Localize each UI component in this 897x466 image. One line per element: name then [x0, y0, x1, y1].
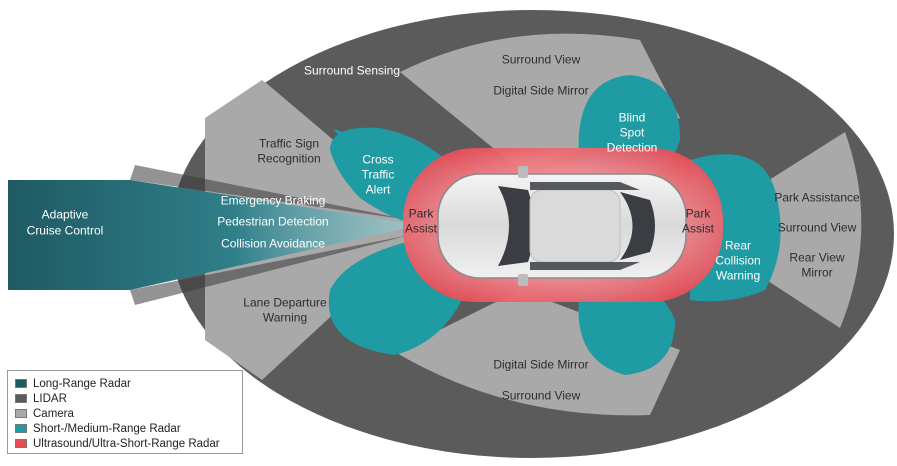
car-mirror-bottom	[518, 274, 528, 286]
legend-item: Short-/Medium-Range Radar	[15, 421, 235, 436]
label-park-assist-front-2: Assist	[404, 221, 438, 236]
label-rear-view-mirror-2: Mirror	[801, 265, 833, 280]
lrr-edge-bottom	[130, 235, 410, 305]
legend-item: Camera	[15, 406, 235, 421]
label-surround-view-bottom: Surround View	[501, 388, 581, 403]
car-roof	[529, 189, 621, 263]
legend-item: Long-Range Radar	[15, 376, 235, 391]
legend-swatch	[15, 394, 27, 403]
car-side-window-top	[530, 182, 640, 190]
legend-item: Ultrasound/Ultra-Short-Range Radar	[15, 436, 235, 451]
label-traffic-sign-1: Traffic Sign	[258, 136, 320, 151]
label-digital-side-mirror-bottom: Digital Side Mirror	[493, 357, 589, 372]
label-digital-side-mirror-top: Digital Side Mirror	[493, 83, 589, 98]
legend-label: Camera	[33, 407, 74, 420]
label-cross-traffic-2: Traffic	[361, 167, 395, 182]
label-park-assist-rear-1: Park	[685, 206, 711, 221]
legend-label: Ultrasound/Ultra-Short-Range Radar	[33, 437, 220, 450]
label-lane-departure-1: Lane Departure	[243, 295, 327, 310]
label-adaptive-cruise-1: Adaptive	[41, 207, 89, 222]
legend-label: Short-/Medium-Range Radar	[33, 422, 181, 435]
legend-swatch	[15, 379, 27, 388]
label-blind-spot-3: Detection	[606, 140, 658, 155]
label-park-assist-front-1: Park	[408, 206, 434, 221]
label-cross-traffic-1: Cross	[362, 152, 394, 167]
legend-swatch	[15, 424, 27, 433]
label-rear-collision-1: Rear	[724, 238, 752, 253]
long-range-radar-beam	[8, 180, 420, 290]
label-surround-view-top: Surround View	[501, 52, 581, 67]
label-blind-spot-1: Blind	[618, 110, 646, 125]
label-surround-view-right: Surround View	[777, 220, 857, 235]
lrr-edge-top	[130, 165, 410, 220]
label-rear-collision-2: Collision	[715, 253, 761, 268]
label-lane-departure-2: Warning	[262, 310, 308, 325]
car	[437, 166, 687, 286]
label-cross-traffic-3: Alert	[365, 182, 391, 197]
car-mirror-top	[518, 166, 528, 178]
car-side-window-bottom	[530, 262, 640, 270]
label-emergency-braking: Emergency Braking	[220, 193, 326, 208]
label-surround-sensing: Surround Sensing	[303, 63, 401, 78]
legend-label: Long-Range Radar	[33, 377, 131, 390]
legend-swatch	[15, 409, 27, 418]
legend-swatch	[15, 439, 27, 448]
label-pedestrian-detection: Pedestrian Detection	[217, 214, 329, 229]
camera-zone-bottom	[395, 290, 680, 416]
car-rear-window	[620, 192, 655, 260]
label-rear-view-mirror-1: Rear View	[789, 250, 845, 265]
label-traffic-sign-2: Recognition	[257, 151, 321, 166]
legend-label: LIDAR	[33, 392, 67, 405]
car-windshield	[498, 186, 534, 266]
smr-lobe-blind-spot-bottom	[578, 280, 675, 375]
label-park-assistance: Park Assistance	[774, 190, 860, 205]
legend-item: LIDAR	[15, 391, 235, 406]
label-park-assist-rear-2: Assist	[681, 221, 715, 236]
label-adaptive-cruise-2: Cruise Control	[26, 223, 104, 238]
label-collision-avoidance: Collision Avoidance	[221, 236, 325, 251]
label-blind-spot-2: Spot	[619, 125, 645, 140]
label-rear-collision-3: Warning	[715, 268, 761, 283]
